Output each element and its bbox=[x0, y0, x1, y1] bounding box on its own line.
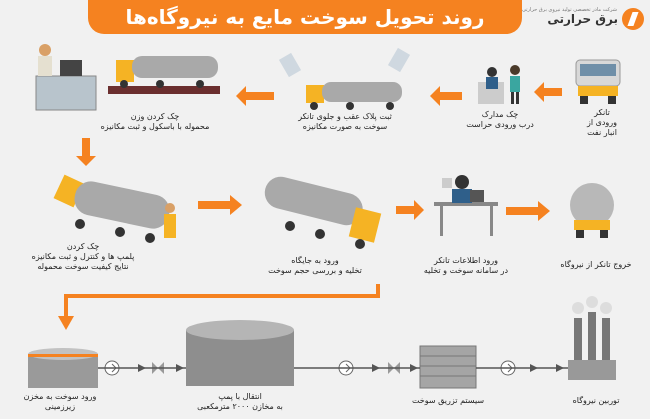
tanker-front-icon bbox=[575, 59, 621, 104]
label-line: انتقال با پمپ bbox=[218, 392, 262, 401]
logo-text: برق حرارتی bbox=[547, 12, 618, 26]
label-line: ورودی از bbox=[586, 118, 618, 127]
label-line: زیرزمینی bbox=[44, 402, 76, 411]
label-line: چک مدارک bbox=[481, 110, 519, 119]
flow-arrow-6 bbox=[396, 200, 424, 220]
label-line: ورود اطلاعات تانکر bbox=[433, 256, 499, 265]
label-line: چک کردن وزن bbox=[130, 112, 180, 121]
storage-tank-icon bbox=[186, 320, 294, 386]
camera-truck-icon bbox=[278, 47, 411, 110]
label-line: سیستم تزریق سوخت bbox=[411, 396, 485, 405]
flow-arrow-3 bbox=[236, 86, 274, 106]
bay-truck-icon bbox=[264, 176, 382, 249]
inspector-truck-icon bbox=[53, 174, 176, 243]
label-line: ورود به جایگاه bbox=[291, 256, 339, 265]
label-seal-check: چک کردن پلمپ ها و کنترل و ثبت مکانیزه نت… bbox=[8, 242, 158, 272]
label-injection-system: سیستم تزریق سوخت bbox=[398, 396, 498, 406]
operator-desk-icon bbox=[35, 44, 97, 111]
label-line: چک کردن bbox=[66, 242, 100, 251]
weighbridge-truck-icon bbox=[108, 56, 220, 94]
data-entry-desk-icon bbox=[434, 175, 498, 236]
label-line: انبار نفت bbox=[587, 128, 617, 137]
label-line: نتایج کیفیت سوخت محموله bbox=[37, 262, 129, 271]
logo: برق حرارتی bbox=[520, 6, 644, 32]
label-line: تانکر bbox=[594, 108, 610, 117]
flow-arrow-5 bbox=[198, 195, 242, 215]
label-weight-check: چک کردن وزن محموله با باسکول و ثبت مکانی… bbox=[80, 112, 230, 132]
flow-arrow-8-head bbox=[58, 316, 74, 330]
label-line: ورود سوخت به مخزن bbox=[23, 392, 97, 401]
label-line: توربین نیروگاه bbox=[572, 396, 620, 405]
tanker-exit-icon bbox=[570, 183, 614, 238]
label-underground-tank: ورود سوخت به مخزن زیرزمینی bbox=[8, 392, 112, 412]
underground-tank-icon bbox=[28, 348, 98, 388]
label-data-entry: ورود اطلاعات تانکر در سامانه سوخت و تخلی… bbox=[406, 256, 526, 276]
label-document-check: چک مدارک درب ورودی حراست bbox=[452, 110, 548, 130]
label-line: درب ورودی حراست bbox=[466, 120, 534, 129]
label-line: در سامانه سوخت و تخلیه bbox=[423, 266, 509, 275]
flow-arrow-2 bbox=[430, 86, 462, 106]
title-banner: روند تحویل سوخت مایع به نیروگاه‌ها bbox=[88, 0, 522, 34]
label-line: محموله با باسکول و ثبت مکانیزه bbox=[100, 122, 210, 131]
label-line: سوخت به صورت مکانیزه bbox=[302, 122, 388, 131]
label-tanker-exit: خروج تانکر از نیروگاه bbox=[546, 260, 646, 270]
label-tanker-from-depot: تانکر ورودی از انبار نفت bbox=[558, 108, 646, 138]
flow-arrow-8 bbox=[64, 284, 380, 318]
label-power-turbine: توربین نیروگاه bbox=[548, 396, 644, 406]
label-line: ثبت پلاک عقب و جلوی تانکر bbox=[298, 112, 392, 121]
label-entry-to-bay: ورود به جایگاه تخلیه و بررسی حجم سوخت bbox=[250, 256, 380, 276]
label-line: تخلیه و بررسی حجم سوخت bbox=[268, 266, 362, 275]
flow-arrow-7 bbox=[506, 201, 550, 221]
flow-arrow-1 bbox=[534, 82, 562, 102]
label-plate-registration: ثبت پلاک عقب و جلوی تانکر سوخت به صورت م… bbox=[280, 112, 410, 132]
logo-subtext: شرکت مادر تخصصی تولید نیروی برق حرارتی bbox=[522, 7, 617, 13]
security-guard-icon bbox=[478, 65, 520, 104]
label-pump-transfer: انتقال با پمپ به مخازن ۲۰۰۰ مترمکعبی bbox=[186, 392, 294, 412]
power-plant-icon bbox=[568, 296, 616, 380]
lightning-logo-icon bbox=[622, 8, 644, 30]
label-line: خروج تانکر از نیروگاه bbox=[560, 260, 632, 269]
page-title: روند تحویل سوخت مایع به نیروگاه‌ها bbox=[125, 5, 485, 29]
label-line: پلمپ ها و کنترل و ثبت مکانیزه bbox=[31, 252, 135, 261]
injection-unit-icon bbox=[419, 345, 477, 389]
flow-arrow-4 bbox=[76, 138, 96, 166]
label-line: به مخازن ۲۰۰۰ مترمکعبی bbox=[197, 402, 283, 411]
